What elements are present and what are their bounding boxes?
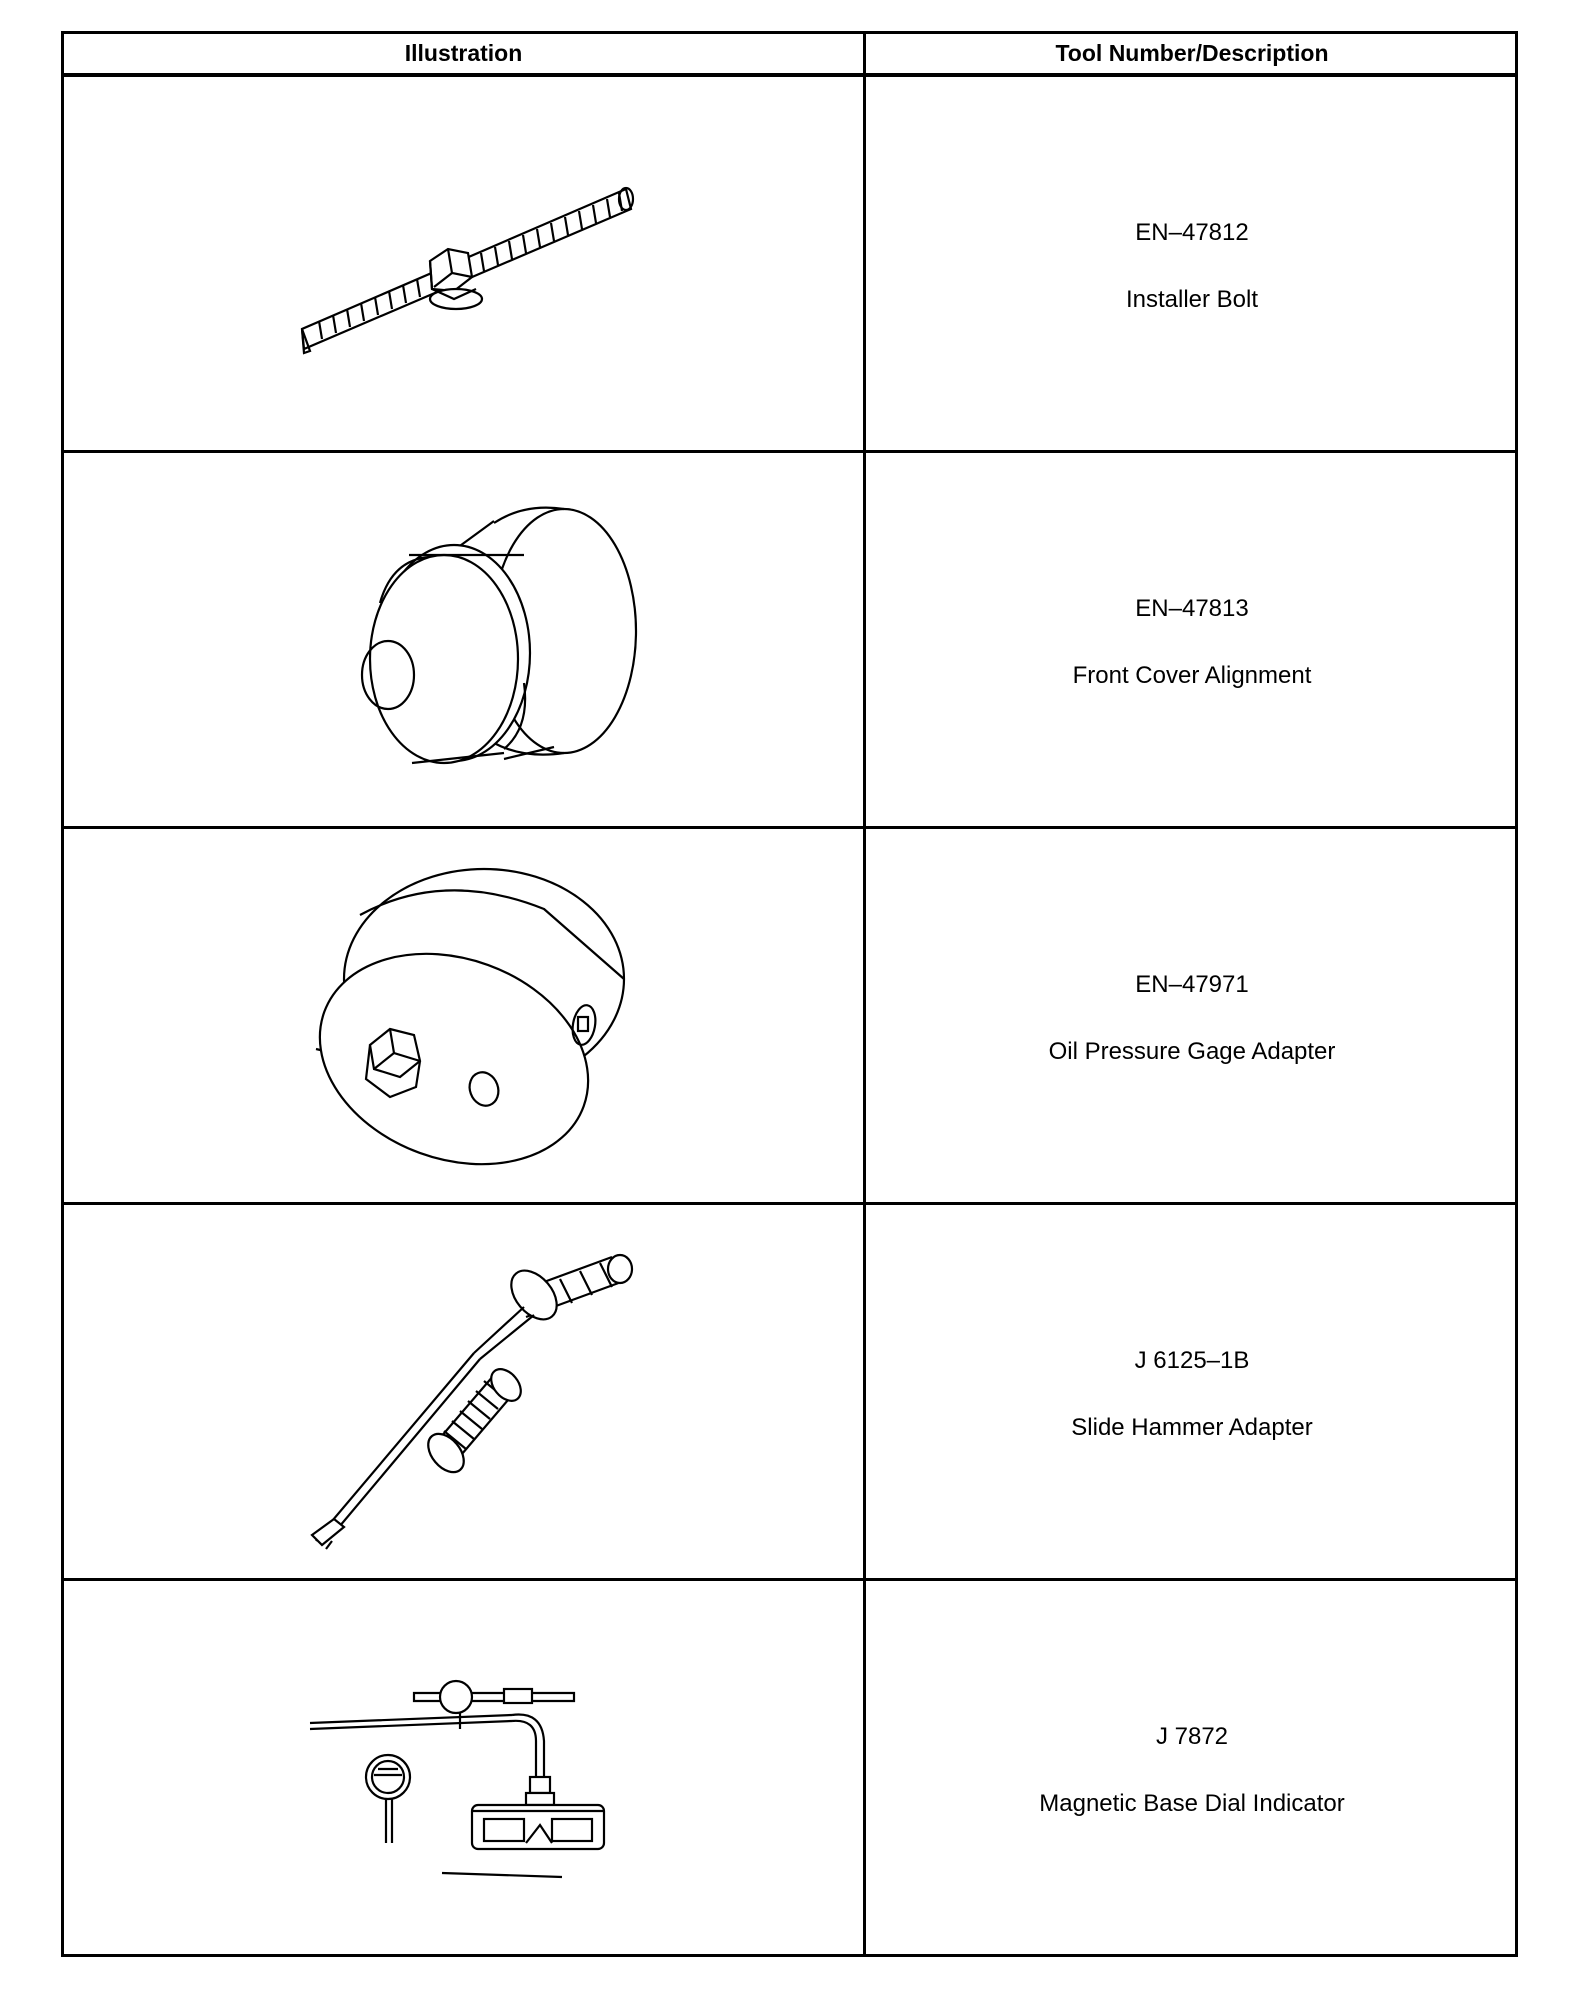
- tool-description: Magnetic Base Dial Indicator: [1039, 1790, 1345, 1817]
- tool-table: Illustration Tool Number/Description EN–…: [61, 31, 1518, 1957]
- installer-bolt-icon: [300, 186, 635, 355]
- illustration-cell: [64, 1581, 866, 1957]
- tool-number: J 6125–1B: [1134, 1347, 1250, 1374]
- illustration-cell: [64, 453, 866, 826]
- tool-description-cell: J 6125–1B Slide Hammer Adapter: [866, 1205, 1518, 1578]
- tool-description: Slide Hammer Adapter: [1071, 1414, 1313, 1441]
- tool-number: EN–47813: [1135, 595, 1249, 622]
- tool-description-cell: EN–47812 Installer Bolt: [866, 77, 1518, 450]
- slide-hammer-adapter-icon: [310, 1253, 634, 1550]
- table-row: EN–47813 Front Cover Alignment: [64, 453, 1515, 829]
- header-tool-number-description: Tool Number/Description: [1055, 40, 1329, 66]
- table-row: J 7872 Magnetic Base Dial Indicator: [64, 1581, 1515, 1957]
- illustration-cell: [64, 829, 866, 1202]
- table-row: EN–47971 Oil Pressure Gage Adapter: [64, 829, 1515, 1205]
- tool-description: Front Cover Alignment: [1072, 662, 1312, 689]
- table-row: J 6125–1B Slide Hammer Adapter: [64, 1205, 1515, 1581]
- table-header: Illustration Tool Number/Description: [64, 34, 1515, 77]
- table-row: EN–47812 Installer Bolt: [64, 77, 1515, 453]
- header-illustration: Illustration: [64, 34, 866, 73]
- tool-description-cell: EN–47813 Front Cover Alignment: [866, 453, 1518, 826]
- tool-number: J 7872: [1155, 1723, 1229, 1750]
- tool-description: Installer Bolt: [1125, 286, 1259, 313]
- tool-number: EN–47971: [1135, 971, 1249, 998]
- tool-number: EN–47812: [1135, 219, 1249, 246]
- tool-description-cell: EN–47971 Oil Pressure Gage Adapter: [866, 829, 1518, 1202]
- oil-pressure-gage-adapter-icon: [315, 867, 626, 1166]
- illustration-cell: [64, 77, 866, 450]
- illustration-cell: [64, 1205, 866, 1578]
- front-cover-alignment-icon: [360, 506, 638, 765]
- tool-description: Oil Pressure Gage Adapter: [1048, 1038, 1336, 1065]
- tool-description-cell: J 7872 Magnetic Base Dial Indicator: [866, 1581, 1518, 1957]
- magnetic-base-dial-indicator-icon: [309, 1679, 606, 1879]
